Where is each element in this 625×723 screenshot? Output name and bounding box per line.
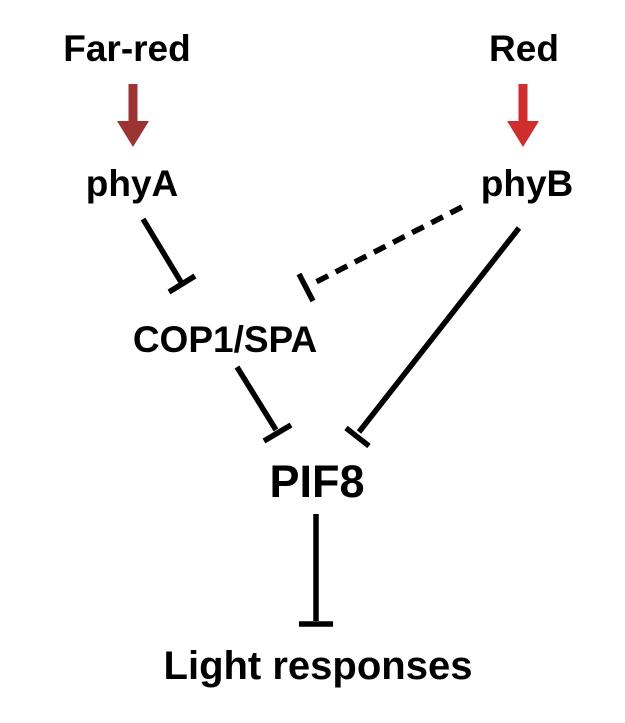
edge-phyb-pif8-line — [356, 226, 522, 434]
node-label-pif8: PIF8 — [269, 456, 364, 507]
edge-cop1spa-pif8-line — [234, 365, 279, 432]
far-red-arrowhead-icon — [117, 121, 149, 147]
node-label-phya: phyA — [86, 163, 179, 204]
edge-phyb-pif8-tbar-icon — [344, 425, 371, 449]
edge-phya-cop1spa-line — [140, 217, 184, 284]
edge-phyb-cop1spa-dashed-line — [314, 204, 464, 285]
edge-phya-cop1spa-tbar-icon — [167, 273, 197, 295]
node-label-cop1-spa: COP1/SPA — [133, 319, 317, 360]
edge-phya-inhibits-cop1spa — [140, 217, 197, 295]
edge-pif8-inhibits-light-responses — [299, 514, 333, 627]
node-label-phyb: phyB — [481, 163, 574, 204]
red-arrow — [507, 84, 539, 147]
edge-phyb-cop1spa-tbar-icon — [296, 272, 316, 303]
edge-phyb-inhibits-pif8 — [344, 226, 522, 449]
edge-phyb-inhibits-cop1spa-dashed — [296, 204, 464, 303]
far-red-arrow — [117, 84, 149, 147]
edge-cop1spa-inhibits-pif8 — [234, 365, 293, 444]
node-label-red: Red — [489, 28, 559, 69]
node-label-light-responses: Light responses — [164, 644, 473, 688]
node-label-far-red: Far-red — [63, 28, 190, 69]
red-arrowhead-icon — [507, 121, 539, 147]
edge-cop1spa-pif8-tbar-icon — [262, 422, 293, 444]
